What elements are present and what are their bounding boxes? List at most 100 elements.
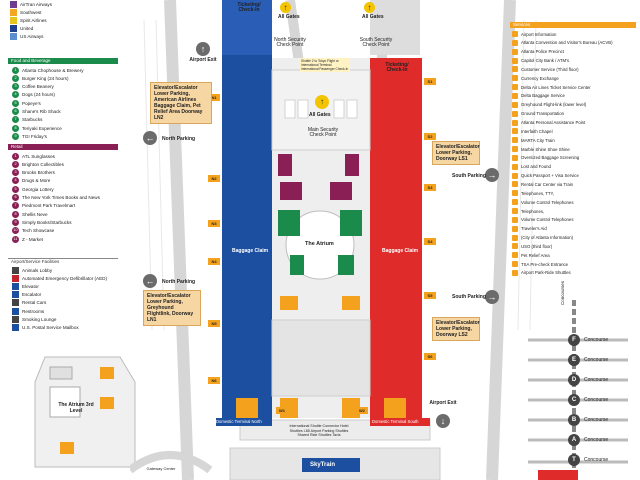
service-list-item: Atlanta Police Precinct [512,48,564,56]
service-item-label: USO (third floor) [521,243,553,249]
gate-marker-south: S5 [424,292,436,299]
food-item-label: Popeye's [22,100,41,106]
gate-marker-north: N1 [208,94,220,101]
service-item-label: Airport Park-Ride Shuttles [521,270,571,276]
service-list-item: Ground Transportation [512,110,564,118]
facility-item-label: Restrooms [22,308,45,314]
service-list-item: Currency Exchange [512,74,559,82]
retail-item-label: Brooks Brothers [22,170,55,176]
transport-center-label: International Shuttle Connector Hotel Sh… [289,424,349,437]
service-icon [512,261,518,268]
concourse-diagram [528,300,628,480]
service-icon [512,225,518,232]
service-list-item: Pet Relief Area [512,251,550,259]
facility-icon [12,274,19,282]
airline-color-swatch [10,16,17,24]
gate-marker-south: S2 [424,133,436,140]
gate-marker-south: S4 [424,238,436,245]
concourse-label: Concourse [584,457,609,463]
north-checkpoint-label: North Security Check Point [274,37,306,48]
service-item-label: Currency Exchange [521,75,559,81]
retail-item-number: 11 [12,235,19,243]
callout-ln1: Elevator/Escalator Lower Parking, Greyho… [143,290,201,326]
service-icon [512,154,518,161]
service-item-label: Telephones, TTY, [521,190,555,196]
food-item-label: TGI Friday's [22,133,47,139]
gate-marker-north: N2 [208,175,220,182]
service-icon [512,39,518,46]
airline-legend-item: Southwest [10,8,41,16]
international-note: Shuttle 2 to Tokyo Flight or Internation… [300,58,350,72]
facility-item-label: Animals Lobby [22,267,53,273]
facilities-legend: Airport/Service Facilities Animals Lobby… [8,258,118,332]
gate-marker-north: N5 [208,320,220,327]
airline-name: United [20,25,34,31]
retail-item-number: 3 [12,169,19,177]
north-parking-2-label: North Parking [162,279,196,285]
all-gates-up-arrow-icon: ↑ [280,2,291,13]
food-item-number: 3 [12,83,19,91]
callout-ls2: Elevator/Escalator Lower Parking, Doorwa… [432,317,480,341]
service-list-item: Capitol City Bank / ATM's [512,57,569,65]
service-item-label: Ground Transportation [521,111,564,117]
service-list-item: Marble Shine Shoe Shine [512,145,570,153]
facility-icon [12,266,19,274]
food-legend-title: Food and Beverage [8,58,118,64]
service-icon [512,190,518,197]
food-item-number: 4 [12,91,19,99]
service-icon [512,243,518,250]
retail-item-number: 9 [12,218,19,226]
gate-marker-north: N4 [208,258,220,265]
food-item-label: Teriyaki Experience [22,125,62,131]
facility-list-item: Animals Lobby [12,266,52,274]
concourse-letter: E [568,354,580,366]
terminal-map [130,0,537,480]
service-item-label: Delta Baggage Service [521,93,565,99]
retail-item-label: Brighton Collectibles [22,161,64,167]
food-item-number: 2 [12,74,19,82]
service-icon [512,208,518,214]
airport-exit-north-arrow-icon: ↑ [196,42,210,56]
atrium-3rd-level-plan [34,356,136,468]
skytrain-label: SkyTrain [310,462,336,468]
service-list-item: MARTA City Train [512,136,555,144]
concourse-label: Concourse [584,397,609,403]
retail-legend-title: Retail [8,144,118,150]
concourse-letter: F [568,334,580,346]
facility-list-item: Rental Cars [12,299,46,307]
north-parking-2-arrow-icon: ← [143,274,157,288]
retail-item-label: The New York Times Books and News [22,195,100,200]
retail-item-number: 4 [12,177,19,185]
concourses-title: Concourses [560,280,565,305]
gate-marker-west: W2 [356,407,368,414]
service-item-label: Quick Passport + Visa Service [521,173,579,179]
baggage-claim-north-label: Baggage Claim [232,248,269,254]
airline-legend-item: United [10,24,33,32]
facility-icon [12,315,19,323]
service-list-item: Rental Car Center via Train [512,180,573,188]
service-item-label: Atlanta Personal Assistance Point [521,120,586,125]
retail-item-number: 8 [12,210,19,218]
concourse-letter: D [568,374,580,386]
facility-list-item: U.S. Postal Service Mailbox [12,323,79,331]
service-list-item: Oversized Baggage Screening [512,154,579,162]
service-icon [512,31,518,37]
concourse-label: Concourse [584,337,609,343]
food-item-number: 1 [12,66,19,74]
facility-list-item: Smoking Lounge [12,315,56,323]
facility-icon [12,282,19,290]
service-list-item: Atlanta Personal Assistance Point [512,119,585,127]
retail-item-label: Georgia Lottery [22,186,54,192]
